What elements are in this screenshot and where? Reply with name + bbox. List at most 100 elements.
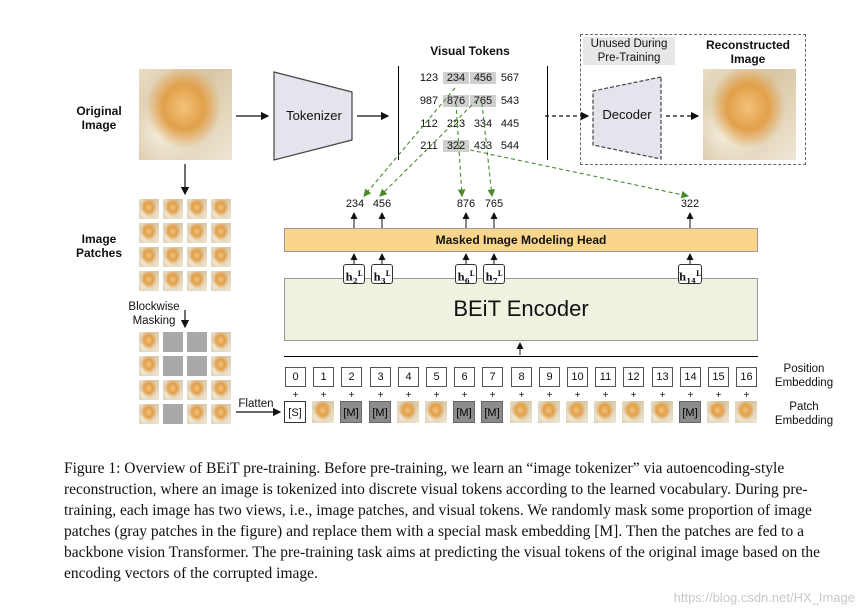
original-image-label: Original Image <box>76 104 122 132</box>
patch <box>211 271 231 291</box>
mim-head <box>284 228 758 252</box>
masked-patch <box>187 356 207 376</box>
position-embedding: 11 <box>595 367 616 387</box>
watermark: https://blog.csdn.net/HX_Image <box>673 590 855 605</box>
patch <box>211 199 231 219</box>
plus-sign: + <box>715 390 722 401</box>
output-token: 876 <box>456 198 476 210</box>
token-cell: 987 <box>419 95 439 107</box>
patch <box>187 199 207 219</box>
position-embedding: 15 <box>708 367 729 387</box>
hidden-sup: L <box>357 269 363 278</box>
patch <box>187 271 207 291</box>
token-cell: 433 <box>473 140 493 152</box>
hidden-sub: 2 <box>352 276 358 286</box>
mim-head-label: Masked Image Modeling Head <box>435 233 607 247</box>
patch <box>163 271 183 291</box>
plus-sign: + <box>630 390 637 401</box>
token-cell: 544 <box>500 140 520 152</box>
position-embedding: 12 <box>623 367 644 387</box>
patch-embedding <box>538 401 560 423</box>
patch-grid <box>139 199 232 292</box>
position-embedding: 10 <box>567 367 588 387</box>
token-grid: 123 234 456 567 987 876 765 543 112 223 … <box>398 66 548 160</box>
plus-sign: + <box>743 390 750 401</box>
token-cell: 123 <box>419 72 439 84</box>
position-embedding: 14 <box>680 367 701 387</box>
plus-sign: + <box>405 390 412 401</box>
patch-embedding <box>566 401 588 423</box>
beit-encoder-label: BEiT Encoder <box>453 296 589 321</box>
visual-tokens-title: Visual Tokens <box>430 44 510 58</box>
figure-caption: Figure 1: Overview of BEiT pre-training.… <box>64 460 821 582</box>
masked-patch-embedding: [M] <box>481 401 503 423</box>
output-token: 322 <box>680 198 700 210</box>
token-cell-masked: 765 <box>470 95 496 107</box>
reconstructed-label: Reconstructed Image <box>705 38 791 66</box>
patch <box>139 404 159 424</box>
patch-embedding <box>312 401 334 423</box>
patch-embedding <box>425 401 447 423</box>
decoder-shape <box>592 76 662 160</box>
position-embedding: 5 <box>426 367 447 387</box>
patch <box>211 380 231 400</box>
patch <box>139 271 159 291</box>
patch <box>211 223 231 243</box>
original-image <box>139 69 232 160</box>
masked-patch-embedding: [M] <box>369 401 391 423</box>
decoder-label: Decoder <box>602 107 652 122</box>
token-cell: 334 <box>473 118 493 130</box>
masked-patch-embedding: [M] <box>453 401 475 423</box>
hidden-vector: h6L <box>455 264 477 285</box>
position-embedding: 13 <box>652 367 673 387</box>
masked-patch <box>163 356 183 376</box>
plus-sign: + <box>461 390 468 401</box>
masked-patch-embedding: [M] <box>679 401 701 423</box>
masked-patch <box>163 332 183 352</box>
patch <box>163 247 183 267</box>
hidden-h: h <box>373 272 381 284</box>
position-embedding: 4 <box>398 367 419 387</box>
reconstructed-image <box>703 69 796 160</box>
hidden-sub: 7 <box>492 276 498 286</box>
hidden-sup: L <box>385 269 391 278</box>
position-embedding: 0 <box>285 367 306 387</box>
patch <box>211 356 231 376</box>
plus-sign: + <box>659 390 666 401</box>
plus-sign: + <box>574 390 581 401</box>
token-cell-masked: 876 <box>443 95 469 107</box>
patch <box>187 223 207 243</box>
patch <box>187 404 207 424</box>
position-embedding: 1 <box>313 367 334 387</box>
hidden-sub: 14 <box>686 276 697 286</box>
patch <box>139 247 159 267</box>
patch <box>139 332 159 352</box>
plus-sign: + <box>320 390 327 401</box>
patch-embedding <box>651 401 673 423</box>
hidden-sup: L <box>469 269 475 278</box>
patch-embedding <box>397 401 419 423</box>
patch-embedding-label: Patch Embedding <box>774 401 834 427</box>
image-patches-label: Image Patches <box>75 232 123 260</box>
patch <box>139 380 159 400</box>
patch-embedding <box>594 401 616 423</box>
beit-encoder <box>284 278 758 341</box>
masked-patch <box>187 332 207 352</box>
token-cell: 223 <box>446 118 466 130</box>
hidden-vector: h2L <box>343 264 365 286</box>
token-cell: 567 <box>500 72 520 84</box>
patch <box>139 199 159 219</box>
position-embedding: 7 <box>482 367 503 387</box>
hidden-sup: L <box>497 269 503 278</box>
patch-embedding <box>622 401 644 423</box>
tokenizer-label: Tokenizer <box>286 108 342 123</box>
patch-embedding <box>735 401 757 423</box>
token-cell-masked: 456 <box>470 72 496 84</box>
position-row <box>284 356 758 357</box>
patch <box>211 332 231 352</box>
plus-sign: + <box>546 390 553 401</box>
token-cell: 211 <box>420 140 438 152</box>
patch <box>139 223 159 243</box>
patch <box>187 247 207 267</box>
patch-embedding <box>510 401 532 423</box>
